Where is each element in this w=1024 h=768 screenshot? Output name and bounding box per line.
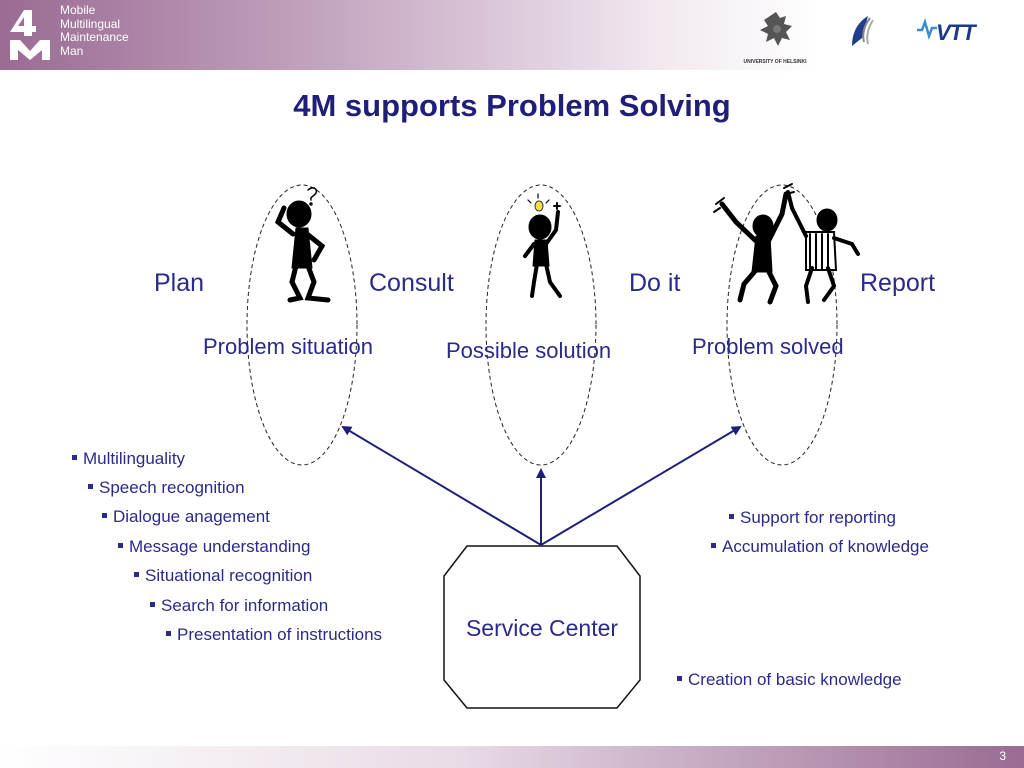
service-center-label: Service Center <box>465 615 619 641</box>
page-number: 3 <box>999 749 1006 763</box>
helsinki-caption: UNIVERSITY OF HELSINKI <box>743 59 807 65</box>
vtt-wordmark: VTT <box>936 20 976 45</box>
arrow-to-problem-solved <box>540 425 742 546</box>
state-possible-solution: Possible solution <box>446 338 612 363</box>
helsinki-seal-icon <box>760 12 792 46</box>
bullet-square-icon <box>729 514 734 520</box>
vtt-wave-icon <box>917 18 937 40</box>
phase-consult: Consult <box>369 269 454 297</box>
phase-ellipse-left <box>246 184 358 466</box>
phase-ellipse-middle <box>485 184 597 466</box>
logo-line: Multilingual <box>60 16 121 31</box>
idea-person-icon <box>523 193 562 298</box>
bullet-item: Message understanding <box>118 537 310 557</box>
logo-line: Mobile <box>60 3 96 17</box>
bullet-item: Search for information <box>150 596 328 616</box>
phase-ellipse-right <box>726 184 838 466</box>
bullet-square-icon <box>677 676 682 682</box>
header-bar: Mobile Multilingual Maintenance Man UNIV… <box>0 0 1024 70</box>
phase-report: Report <box>860 269 936 297</box>
footer-bar: 3 <box>0 746 1024 768</box>
slide-title: 4M supports Problem Solving <box>293 88 731 123</box>
arrow-to-problem-situation <box>341 425 542 546</box>
bullet-item: Situational recognition <box>134 566 312 586</box>
bullet-item: Presentation of instructions <box>166 625 382 645</box>
logo-line: Man <box>60 43 84 58</box>
4m-logo-icon <box>10 10 50 60</box>
bullet-square-icon <box>72 455 77 461</box>
bullet-item: Support for reporting <box>729 508 896 528</box>
logo-line: Maintenance <box>60 30 129 44</box>
state-problem-solved: Problem solved <box>692 334 844 359</box>
thinking-person-icon <box>274 187 331 303</box>
service-center-box <box>443 545 641 709</box>
phase-do-it: Do it <box>629 269 681 297</box>
bullet-square-icon <box>711 543 716 549</box>
bullet-item: Accumulation of knowledge <box>711 537 929 557</box>
bullet-item: Speech recognition <box>88 478 245 498</box>
phase-plan: Plan <box>154 269 205 297</box>
university-helsinki-logo: UNIVERSITY OF HELSINKI <box>740 10 810 65</box>
state-problem-situation: Problem situation <box>203 334 373 359</box>
bullet-square-icon <box>134 572 139 578</box>
sail-logo-icon <box>852 16 874 46</box>
bullet-item: Dialogue anagement <box>102 507 270 527</box>
bullet-square-icon <box>102 513 107 519</box>
bullet-square-icon <box>118 543 123 549</box>
bullet-item: Creation of basic knowledge <box>677 670 902 690</box>
bullet-square-icon <box>88 484 93 490</box>
vtt-logo: VTT <box>916 16 988 48</box>
bullet-square-icon <box>166 631 171 637</box>
bullet-square-icon <box>150 602 155 608</box>
bullet-item: Multilinguality <box>72 449 185 469</box>
celebrating-people-icon <box>713 183 860 305</box>
logo-text: Mobile Multilingual Maintenance Man <box>60 3 129 58</box>
